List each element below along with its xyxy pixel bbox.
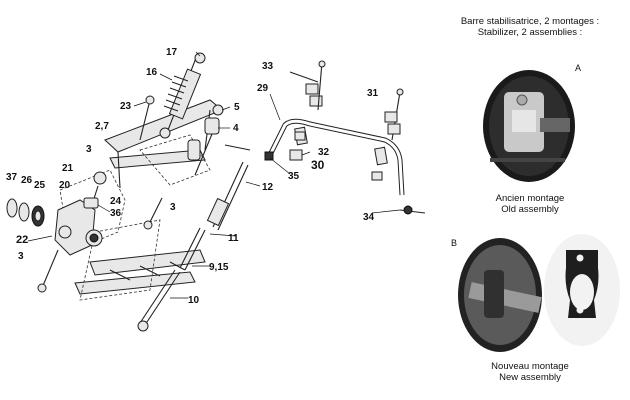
bolt-34 xyxy=(399,205,426,215)
label-29: 29 xyxy=(257,83,269,94)
bolt-3-middle xyxy=(143,197,163,230)
label-11: 11 xyxy=(228,233,239,244)
label-21: 21 xyxy=(62,163,74,174)
old-assembly-english: Old assembly xyxy=(501,204,559,215)
upper-joint xyxy=(83,171,107,209)
label-3-bottom: 3 xyxy=(18,251,24,262)
label-25: 25 xyxy=(34,180,46,191)
label-22: 22 xyxy=(16,234,28,246)
label-35: 35 xyxy=(288,171,300,182)
label-36: 36 xyxy=(110,208,122,219)
old-assembly-french: Ancien montage xyxy=(495,193,565,204)
label-17: 17 xyxy=(166,47,178,58)
lower-arm xyxy=(74,249,206,295)
leader-lines xyxy=(27,51,401,299)
label-16: 16 xyxy=(146,67,158,78)
title-french: Barre stabilisatrice, 2 montages : xyxy=(460,16,600,27)
label-31: 31 xyxy=(367,88,379,99)
end-link-31 xyxy=(384,88,404,141)
photo-old-assembly xyxy=(483,70,575,182)
part-labels: 17 16 23 2,7 5 4 33 29 31 32 30 35 3 21 … xyxy=(6,47,379,306)
photo-a-letter: A xyxy=(574,63,581,73)
new-assembly-english: New assembly xyxy=(499,372,561,383)
label-10: 10 xyxy=(188,295,200,306)
label-24: 24 xyxy=(110,196,122,207)
label-9-15: 9,15 xyxy=(209,262,229,273)
label-2-7: 2,7 xyxy=(95,121,109,132)
photo-new-assembly xyxy=(458,234,620,352)
label-12: 12 xyxy=(262,182,274,193)
label-32: 32 xyxy=(318,147,330,158)
label-33: 33 xyxy=(262,61,274,72)
hub-knuckle xyxy=(54,199,103,256)
title-english: Stabilizer, 2 assemblies : xyxy=(477,27,583,38)
shock-absorber xyxy=(159,52,206,139)
label-34: 34 xyxy=(363,212,375,223)
bushing-4-5 xyxy=(187,104,224,176)
pin-23 xyxy=(139,99,151,141)
label-5: 5 xyxy=(234,102,240,113)
end-link-33 xyxy=(289,60,326,111)
seals xyxy=(6,198,45,227)
label-3-top: 3 xyxy=(86,144,92,155)
label-26: 26 xyxy=(21,175,33,186)
upper-arm xyxy=(104,99,223,189)
label-37: 37 xyxy=(6,172,18,183)
label-20: 20 xyxy=(59,180,71,191)
label-23: 23 xyxy=(120,101,132,112)
bolt-3-lower xyxy=(37,249,59,293)
label-30: 30 xyxy=(311,158,325,172)
rod-10 xyxy=(137,269,181,332)
new-assembly-french: Nouveau montage xyxy=(491,361,569,372)
rod-11 xyxy=(179,227,206,271)
label-4: 4 xyxy=(233,123,239,134)
label-3-middle: 3 xyxy=(170,202,176,213)
photo-b-letter: B xyxy=(450,238,457,248)
rod-12 xyxy=(206,144,251,231)
